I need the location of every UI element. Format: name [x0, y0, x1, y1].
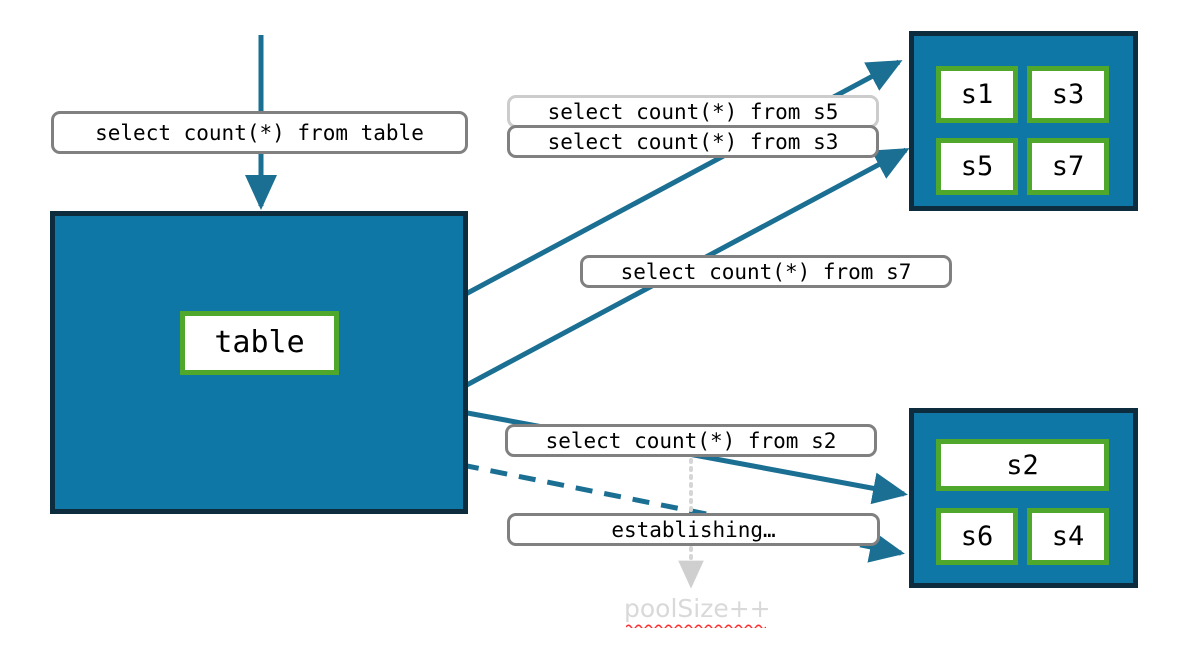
server-node-s4-label: s4	[1051, 521, 1085, 552]
server-node-s3[interactable]: s3	[1027, 66, 1109, 123]
spellcheck-underline-icon	[626, 624, 766, 628]
query-pill-s2[interactable]: select count(*) from s2	[505, 424, 877, 457]
server-node-s5[interactable]: s5	[936, 138, 1018, 195]
server-node-s7-label: s7	[1051, 151, 1085, 182]
server-node-s3-label: s3	[1051, 79, 1085, 110]
server-node-s1-label: s1	[960, 79, 994, 110]
server-node-s6-label: s6	[960, 521, 994, 552]
server-node-s7[interactable]: s7	[1027, 138, 1109, 195]
table-node[interactable]: table	[180, 311, 339, 375]
server-node-s5-label: s5	[960, 151, 994, 182]
query-pill-s7[interactable]: select count(*) from s7	[580, 255, 952, 288]
server-node-s2[interactable]: s2	[936, 439, 1109, 491]
query-pill-s3[interactable]: select count(*) from s3	[507, 125, 879, 158]
server-node-s1[interactable]: s1	[936, 66, 1018, 123]
server-node-s6[interactable]: s6	[936, 508, 1018, 565]
server-node-s2-label: s2	[1006, 449, 1039, 481]
server-node-s4[interactable]: s4	[1027, 508, 1109, 565]
query-pill-source[interactable]: select count(*) from table	[51, 111, 468, 154]
poolsize-annotation-text: poolSize++	[624, 594, 771, 623]
table-node-label: table	[214, 325, 305, 360]
query-pill-s5[interactable]: select count(*) from s5	[507, 95, 879, 128]
query-pill-establishing[interactable]: establishing…	[507, 513, 880, 546]
poolsize-annotation: poolSize++	[624, 594, 771, 628]
